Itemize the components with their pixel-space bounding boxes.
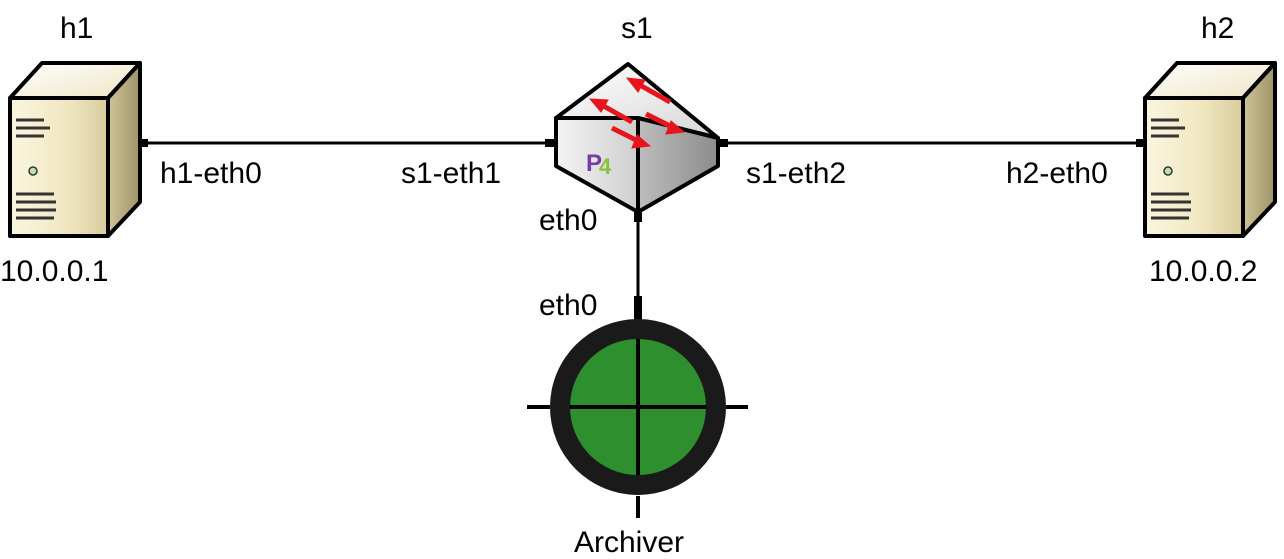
port-label-s1-eth2: s1-eth2 [746,157,846,190]
h1-name-label: h1 [60,12,93,45]
h1-ip-label: 10.0.0.1 [0,255,108,288]
host-h2-server-icon[interactable] [1143,61,1277,238]
link-h1-s1 [141,139,555,147]
host-h1-server-icon[interactable] [8,61,142,238]
port-label-h2-eth0: h2-eth0 [1006,157,1108,190]
switch-arrows-icon [588,77,686,149]
port-label-h1-eth0: h1-eth0 [160,157,262,190]
port-label-s1-eth1: s1-eth1 [401,157,501,190]
svg-text:P: P [586,150,602,177]
s1-name-label: s1 [621,12,653,45]
port-label-archiver-eth0: eth0 [539,289,597,322]
svg-text:4: 4 [599,154,612,179]
archiver-name-label: Archiver [574,526,684,559]
link-s1-h2 [718,139,1145,147]
h2-name-label: h2 [1201,12,1234,45]
port-label-s1-eth0: eth0 [539,204,597,237]
link-s1-archiver [634,210,642,322]
h2-ip-label: 10.0.0.2 [1149,255,1257,288]
archiver-crosshair-icon[interactable] [527,319,748,518]
p4-logo: P 4 [586,150,612,179]
switch-s1-icon[interactable]: P 4 [554,62,720,214]
